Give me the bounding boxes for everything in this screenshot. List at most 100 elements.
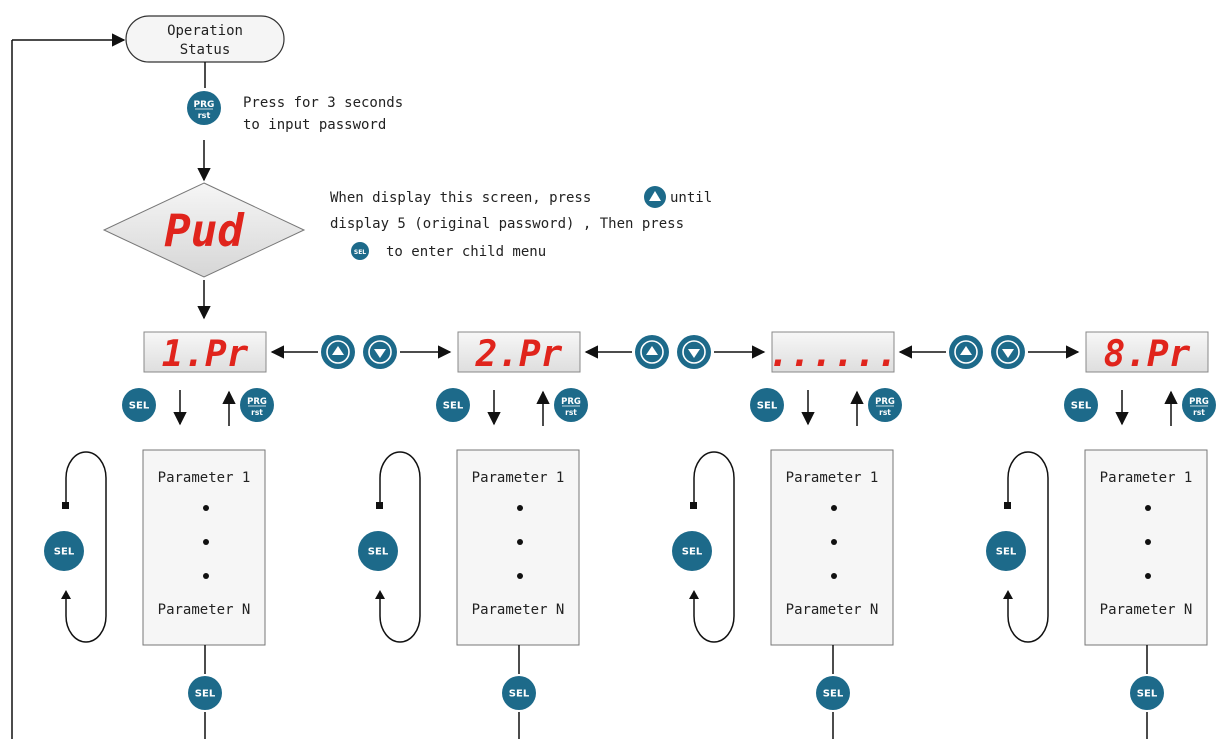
ellipsis-dot — [831, 539, 837, 545]
parameter-first: Parameter 1 — [158, 470, 251, 486]
sel-loop — [693, 451, 735, 643]
down-button-2[interactable] — [677, 335, 711, 369]
sel-label: SEL — [682, 547, 703, 558]
parameter-list — [456, 449, 580, 646]
loop-start-marker — [1004, 502, 1011, 509]
sel-label: SEL — [54, 547, 75, 558]
operation-status-line1: Operation — [167, 23, 243, 39]
menu-display — [1085, 331, 1209, 373]
menu-display — [457, 331, 581, 373]
sel-enter-button[interactable]: SEL — [750, 388, 784, 422]
sel-loop-button[interactable]: SEL — [986, 531, 1026, 571]
sel-enter-button[interactable]: SEL — [1064, 388, 1098, 422]
up-button-note — [644, 186, 666, 208]
down-button-3[interactable] — [991, 335, 1025, 369]
password-note-line1b: until — [670, 190, 712, 206]
sel-loop — [1007, 451, 1049, 643]
ellipsis-dot — [1145, 539, 1151, 545]
menu-display — [771, 331, 895, 373]
loop-start-marker — [690, 502, 697, 509]
loop-start-marker — [376, 502, 383, 509]
menu-display-text: 8.Pr — [1104, 334, 1191, 375]
ellipsis-dot — [1145, 573, 1151, 579]
prg-label: PRG — [194, 100, 215, 110]
parameter-last: Parameter N — [472, 602, 565, 618]
password-note-line1a: When display this screen, press — [330, 190, 591, 206]
parameter-first: Parameter 1 — [786, 470, 879, 486]
operation-status-line2: Status — [180, 42, 231, 58]
prg-label: PRG — [561, 397, 581, 407]
sel-loop — [65, 451, 107, 643]
parameter-list — [1084, 449, 1208, 646]
loop-arrowhead — [1003, 590, 1013, 599]
ellipsis-dot — [203, 505, 209, 511]
ellipsis-dot — [517, 573, 523, 579]
menu-display-text: 1.Pr — [162, 334, 249, 375]
sel-loop-button[interactable]: SEL — [44, 531, 84, 571]
loop-start-marker — [62, 502, 69, 509]
prg-note-line1: Press for 3 seconds — [243, 95, 403, 111]
sel-label: SEL — [1137, 689, 1158, 700]
parameter-last: Parameter N — [1100, 602, 1193, 618]
rst-label: rst — [251, 408, 263, 417]
ellipsis-dot — [517, 539, 523, 545]
up-button-2[interactable] — [635, 335, 669, 369]
parameter-list — [770, 449, 894, 646]
sel-bottom-button[interactable]: SEL — [816, 676, 850, 710]
sel-label: SEL — [368, 547, 389, 558]
prg-button-top[interactable]: PRG rst — [187, 91, 221, 125]
rst-label: rst — [198, 111, 211, 120]
sel-bottom-button[interactable]: SEL — [502, 676, 536, 710]
parameter-list — [142, 449, 266, 646]
rst-label: rst — [1193, 408, 1205, 417]
parameter-first: Parameter 1 — [472, 470, 565, 486]
up-button-3[interactable] — [949, 335, 983, 369]
password-note-line3: to enter child menu — [386, 244, 546, 260]
ellipsis-dot — [831, 573, 837, 579]
rst-label: rst — [565, 408, 577, 417]
menu-display-text: ...... — [768, 334, 898, 375]
sel-loop-button[interactable]: SEL — [672, 531, 712, 571]
sel-label: SEL — [195, 689, 216, 700]
prg-label: PRG — [1189, 397, 1209, 407]
prg-label: PRG — [247, 397, 267, 407]
sel-label: SEL — [443, 401, 464, 412]
sel-label: SEL — [1071, 401, 1092, 412]
sel-note-label: SEL — [354, 249, 366, 256]
ellipsis-dot — [517, 505, 523, 511]
prg-label: PRG — [875, 397, 895, 407]
menu-display — [143, 331, 267, 373]
sel-label: SEL — [509, 689, 530, 700]
ellipsis-dot — [203, 573, 209, 579]
password-note-line2: display 5 (original password) , Then pre… — [330, 216, 684, 232]
sel-label: SEL — [996, 547, 1017, 558]
sel-label: SEL — [129, 401, 150, 412]
loop-arrowhead — [375, 590, 385, 599]
sel-loop-button[interactable]: SEL — [358, 531, 398, 571]
down-button-1[interactable] — [363, 335, 397, 369]
sel-enter-button[interactable]: SEL — [436, 388, 470, 422]
up-button-1[interactable] — [321, 335, 355, 369]
sel-label: SEL — [757, 401, 778, 412]
sel-bottom-button[interactable]: SEL — [188, 676, 222, 710]
password-display: Pud — [164, 206, 245, 257]
sel-label: SEL — [823, 689, 844, 700]
ellipsis-dot — [203, 539, 209, 545]
sel-enter-button[interactable]: SEL — [122, 388, 156, 422]
sel-bottom-button[interactable]: SEL — [1130, 676, 1164, 710]
ellipsis-dot — [831, 505, 837, 511]
ellipsis-dot — [1145, 505, 1151, 511]
parameter-first: Parameter 1 — [1100, 470, 1193, 486]
loop-arrowhead — [689, 590, 699, 599]
parameter-last: Parameter N — [786, 602, 879, 618]
